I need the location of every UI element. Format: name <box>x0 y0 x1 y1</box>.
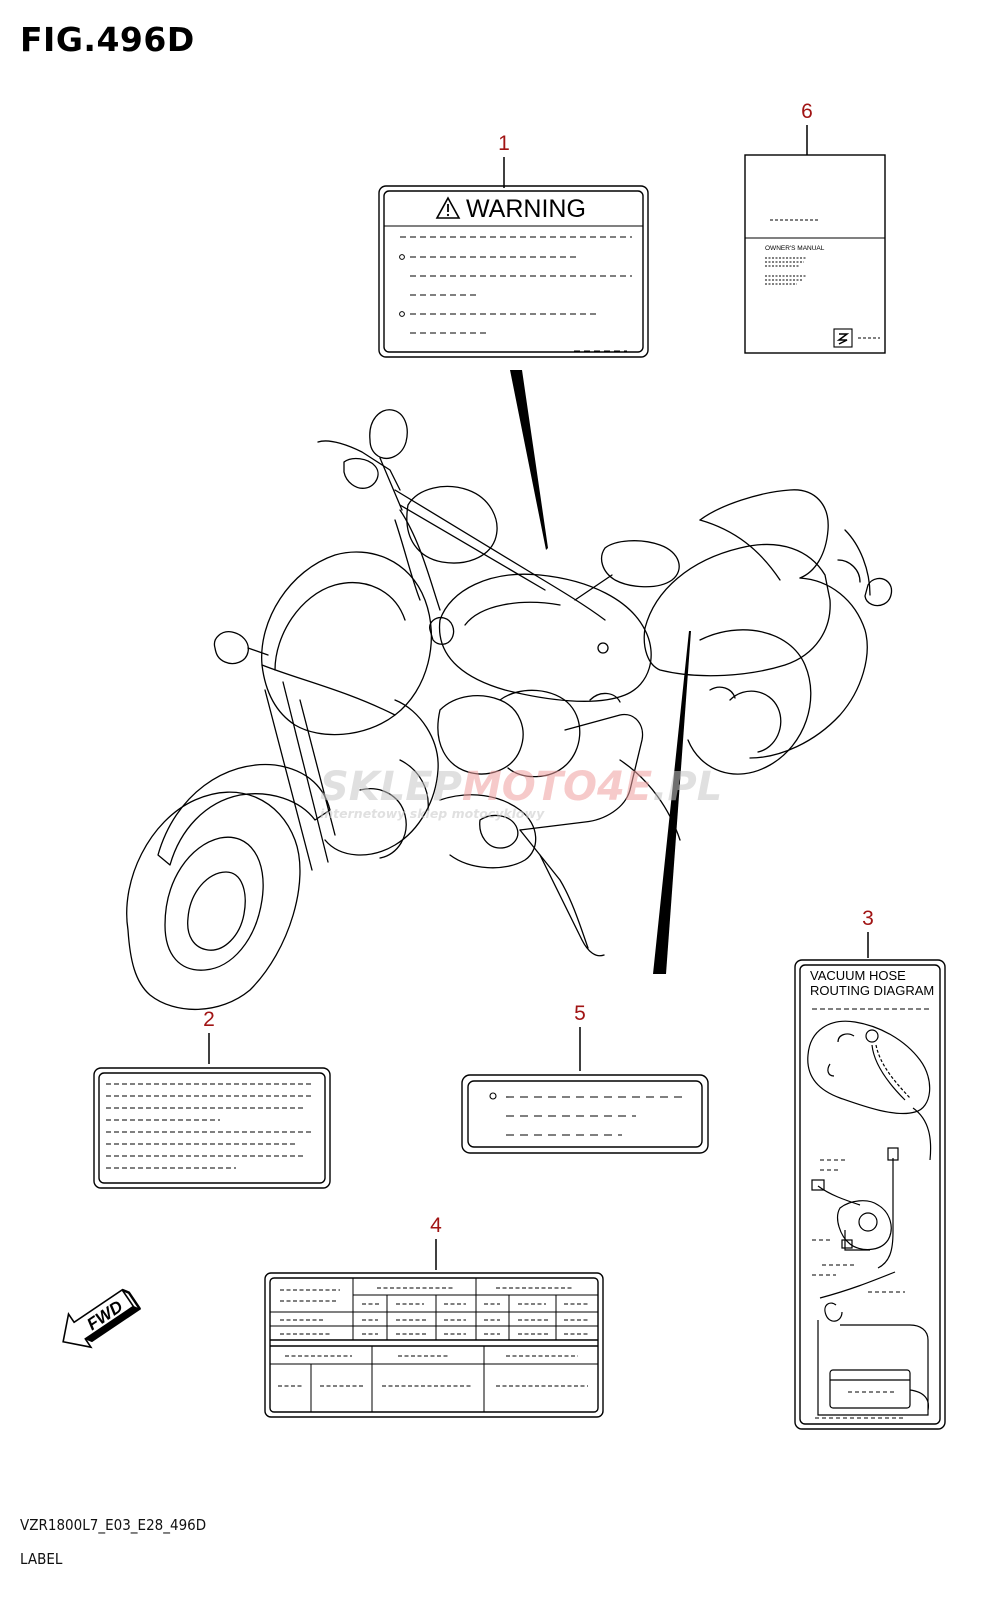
warning-triangle-icon <box>435 196 461 219</box>
callout-3[interactable]: 3 <box>862 907 874 930</box>
callout-5[interactable]: 5 <box>574 1002 586 1025</box>
model-code: VZR1800L7_E03_E28_496D <box>20 1516 207 1534</box>
pointer-label-1 <box>510 370 548 550</box>
label-4-table[interactable] <box>264 1272 604 1418</box>
callout-4[interactable]: 4 <box>430 1214 442 1237</box>
fuel-tank-drawing <box>807 1020 931 1115</box>
label-2[interactable] <box>93 1067 331 1189</box>
svg-text:SKLEPMOTO4E.PL: SKLEPMOTO4E.PL <box>320 764 722 810</box>
watermark: SKLEPMOTO4E.PL internetowy sklep motocyk… <box>320 764 722 821</box>
manual-title: OWNER'S MANUAL <box>765 245 825 252</box>
warning-label[interactable]: WARNING <box>378 185 649 358</box>
callout-2[interactable]: 2 <box>203 1008 215 1031</box>
hose-routing-drawing <box>811 1107 932 1416</box>
vacuum-hose-label[interactable]: VACUUM HOSE ROUTING DIAGRAM <box>794 959 946 1430</box>
motorcycle-drawing <box>126 409 893 1011</box>
warning-title: WARNING <box>466 195 586 223</box>
callout-6[interactable]: 6 <box>801 100 813 123</box>
vacuum-title-line1: VACUUM HOSE <box>810 968 906 983</box>
figure-title: FIG.496D <box>20 20 195 59</box>
svg-text:internetowy sklep motocyklowy: internetowy sklep motocyklowy <box>320 806 545 821</box>
callout-1[interactable]: 1 <box>498 132 510 155</box>
owners-manual[interactable]: OWNER'S MANUAL <box>744 154 886 354</box>
pointer-label-3 <box>653 631 691 974</box>
fwd-arrow-icon: FWD <box>62 1288 142 1349</box>
vacuum-title-line2: ROUTING DIAGRAM <box>810 983 934 998</box>
section-name: LABEL <box>20 1550 63 1568</box>
label-5[interactable] <box>461 1074 709 1154</box>
brand-logo-icon <box>833 328 853 348</box>
